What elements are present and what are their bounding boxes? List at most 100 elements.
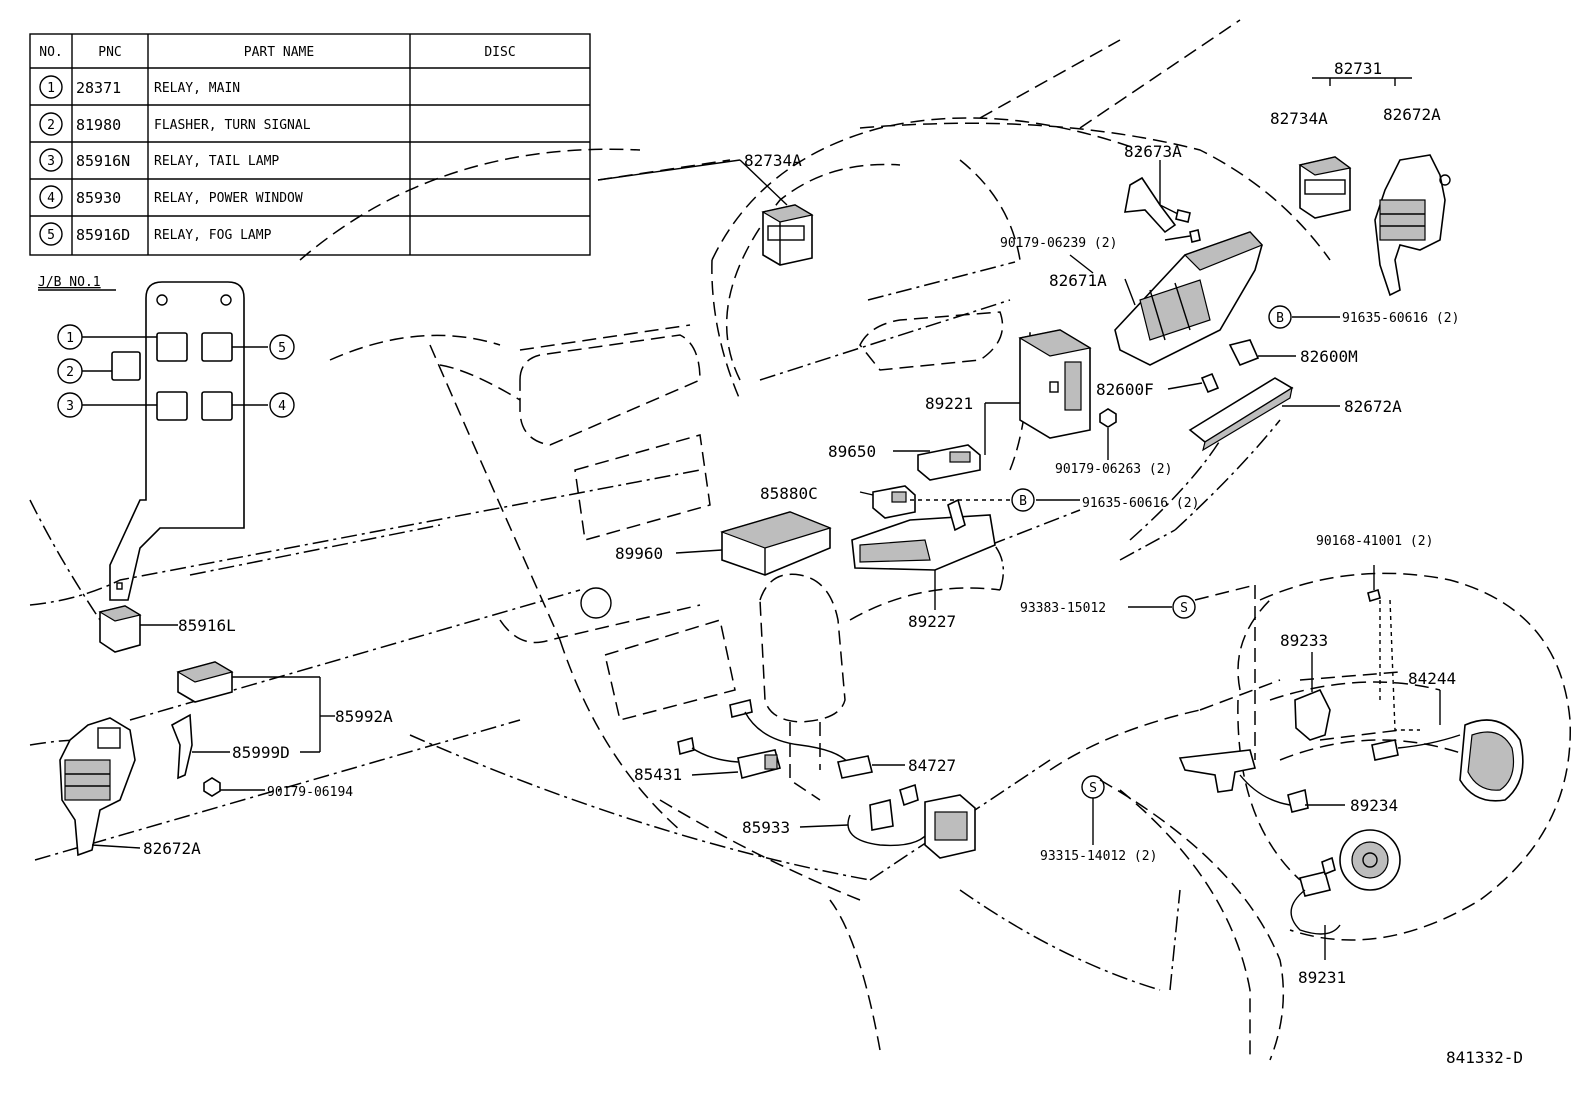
- callout-91635-60616: 91635-60616 (2): [1342, 311, 1459, 326]
- header-disc: DISC: [484, 45, 515, 60]
- callout-84727: 84727: [908, 756, 956, 775]
- callout-85999d: 85999D: [232, 743, 290, 762]
- row-no: 4: [47, 191, 55, 206]
- relay-82734a-right: [1298, 156, 1352, 219]
- slot-number: 4: [278, 399, 286, 414]
- relay-82734a-top: [761, 204, 814, 266]
- row-part-name: RELAY, POWER WINDOW: [154, 191, 303, 206]
- bracket-85999d: [170, 713, 193, 780]
- module-82672a-mid: [1188, 377, 1294, 452]
- row-number-circle: [39, 185, 63, 209]
- dashboard-outline: [29, 19, 1331, 1061]
- callout-85992a: 85992A: [335, 707, 393, 726]
- row-pnc: 85916D: [76, 226, 130, 244]
- callout-85431: 85431: [634, 765, 682, 784]
- parts-table: NO. PNC PART NAME DISC 1 28371 RELAY, MA…: [29, 33, 591, 256]
- relay-82672a-bottom: [59, 717, 136, 857]
- row-part-name: RELAY, MAIN: [154, 81, 240, 96]
- row-number-circle: [39, 75, 63, 99]
- relay-85916l: [98, 605, 142, 653]
- relay-82672a-top: [1374, 154, 1451, 297]
- relay-slot-5: [201, 332, 233, 362]
- markers: B B S S: [1011, 305, 1292, 799]
- sensor-89233: [1294, 665, 1331, 741]
- callout-82600m: 82600M: [1300, 347, 1358, 366]
- row-pnc: 85916N: [76, 152, 130, 170]
- bracket-82673a: [1124, 176, 1201, 243]
- relay-block-82671a: [1114, 231, 1264, 366]
- callout-82673a: 82673A: [1124, 142, 1182, 161]
- relay-slot-4: [201, 391, 233, 421]
- horn-84244: [1371, 719, 1524, 802]
- callout-89221: 89221: [925, 394, 973, 413]
- callout-90168-41001: 90168-41001 (2): [1316, 534, 1433, 549]
- svg-text:S: S: [1089, 781, 1097, 796]
- slot-number: 2: [66, 365, 74, 380]
- relay-slot-2: [111, 351, 141, 381]
- row-number-circle: [39, 222, 63, 246]
- callout-90179-06239: 90179-06239 (2): [1000, 236, 1117, 251]
- callout-82734a: 82734A: [1270, 109, 1328, 128]
- callout-89227: 89227: [908, 612, 956, 631]
- callout-89960: 89960: [615, 544, 663, 563]
- junction-block-title: J/B NO.1: [38, 275, 101, 290]
- callout-85880c: 85880C: [760, 484, 818, 503]
- junction-block-housing: [109, 281, 245, 601]
- row-number-circle: [39, 112, 63, 136]
- junction-block-no1: J/B NO.1 1 2 3 4 5: [38, 275, 295, 601]
- svg-text:B: B: [1276, 311, 1284, 326]
- table-border: [29, 33, 591, 256]
- callout-82734a: 82734A: [744, 151, 802, 170]
- callout-93315-14012: 93315-14012 (2): [1040, 849, 1157, 864]
- callout-82672a: 82672A: [143, 839, 201, 858]
- marker-s: [1081, 775, 1105, 799]
- nut-90179-06194: [203, 777, 221, 797]
- steering-wheel: [1194, 572, 1571, 941]
- header-part-name: PART NAME: [244, 45, 314, 60]
- callout-82672a: 82672A: [1344, 397, 1402, 416]
- marker-s: [1172, 595, 1196, 619]
- callout-90179-06263: 90179-06263 (2): [1055, 462, 1172, 477]
- callout-82731: 82731: [1334, 59, 1382, 78]
- callout-82671a: 82671A: [1049, 271, 1107, 290]
- callout-85916l: 85916L: [178, 616, 236, 635]
- relay-82600f: [1200, 372, 1220, 394]
- callout-85933: 85933: [742, 818, 790, 837]
- callout-84244: 84244: [1408, 669, 1456, 688]
- connector-85880c: [872, 485, 916, 519]
- row-pnc: 85930: [76, 189, 121, 207]
- nut-90179-06263: [1099, 408, 1117, 428]
- harness-89234: [1178, 749, 1309, 813]
- relay-slot-3: [156, 391, 188, 421]
- callout-89233: 89233: [1280, 631, 1328, 650]
- marker-b: [1011, 488, 1035, 512]
- row-no: 5: [47, 228, 55, 243]
- module-89650: [917, 444, 981, 481]
- switch-85431: [677, 736, 781, 779]
- svg-text:B: B: [1019, 494, 1027, 509]
- slot-number: 3: [66, 399, 74, 414]
- ecu-89221: [1018, 329, 1092, 439]
- header-no: NO.: [39, 45, 62, 60]
- shift-knob: [580, 573, 846, 801]
- row-no: 3: [47, 154, 55, 169]
- relay-82600m: [1228, 339, 1260, 367]
- callout-labels: 82734A 82731 82734A 82672A 82673A 90179-…: [143, 59, 1523, 1067]
- row-part-name: RELAY, TAIL LAMP: [154, 154, 279, 169]
- diagram-code: 841332-D: [1446, 1048, 1523, 1067]
- leader-lines: [91, 77, 1441, 960]
- callout-89231: 89231: [1298, 968, 1346, 987]
- clock-spring-89231: [1290, 829, 1401, 935]
- row-pnc: 28371: [76, 79, 121, 97]
- callout-91635-60616: 91635-60616 (2): [1082, 496, 1199, 511]
- row-no: 2: [47, 118, 55, 133]
- row-number-circle: [39, 148, 63, 172]
- slot-number: 1: [66, 331, 74, 346]
- module-89960: [720, 511, 832, 576]
- marker-b: [1268, 305, 1292, 329]
- relay-slot-1: [156, 332, 188, 362]
- row-part-name: RELAY, FOG LAMP: [154, 228, 272, 243]
- slot-number: 5: [278, 341, 286, 356]
- callout-93383-15012: 93383-15012: [1020, 601, 1106, 616]
